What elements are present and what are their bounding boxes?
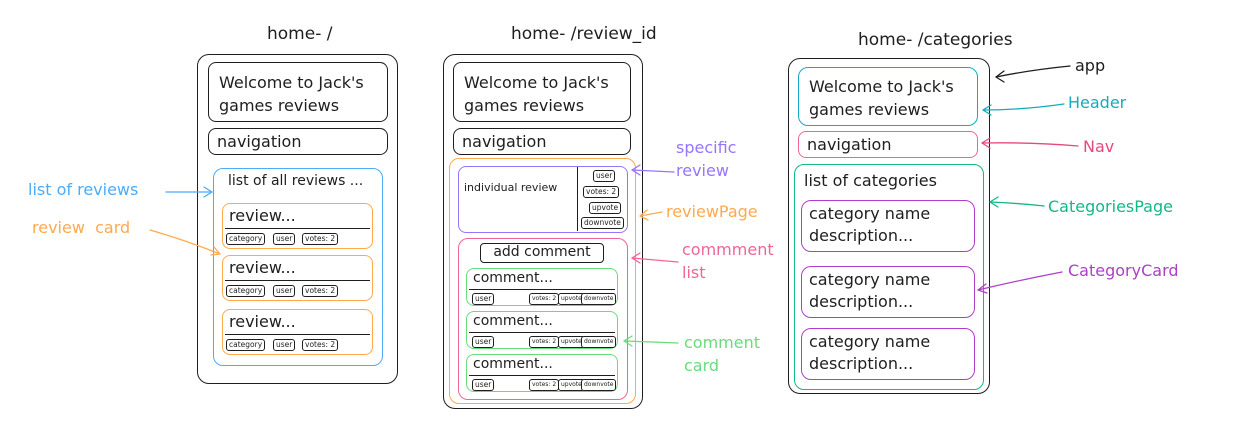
nav-text: navigation [807, 135, 892, 154]
review-card-title: review... [229, 312, 296, 331]
header-text: Welcome to Jack's games reviews [219, 73, 364, 116]
header-box-categories: Welcome to Jack's games reviews [798, 67, 978, 126]
specific-review-box: individual review user votes: 2 upvote d… [458, 166, 628, 233]
screen-title-categories: home- /categories [858, 30, 1013, 50]
label-categories-page: CategoriesPage [1048, 197, 1173, 216]
user-chip: user [273, 233, 296, 245]
downvote-button[interactable]: downvote [581, 293, 617, 305]
user-chip: user [472, 293, 495, 305]
review-card: review... category user votes: 2 [222, 255, 373, 301]
category-card-text: category name description... [809, 270, 931, 311]
review-list-title: list of all reviews ... [228, 173, 364, 189]
category-chip: category [226, 285, 266, 297]
category-chip: category [226, 339, 266, 351]
user-chip: user [472, 336, 495, 348]
nav-box-home: navigation [208, 128, 388, 155]
votes-chip: votes: 2 [302, 339, 339, 351]
comment-title: comment... [473, 270, 553, 286]
review-text: individual review [464, 181, 558, 194]
label-app: app [1075, 56, 1106, 75]
header-box-review: Welcome to Jack's games reviews [453, 62, 631, 122]
arrow-category-card [977, 271, 1063, 294]
downvote-button[interactable]: downvote [581, 217, 624, 229]
comment-card: comment... user votes: 2 upvote downvote [466, 354, 618, 392]
header-text: Welcome to Jack's games reviews [809, 77, 954, 120]
user-chip: user [593, 170, 616, 182]
screen-title-home: home- / [267, 24, 333, 44]
review-card-title: review... [229, 258, 296, 277]
review-card-title: review... [229, 206, 296, 225]
review-card: review... category user votes: 2 [222, 203, 373, 249]
category-chip: category [226, 233, 266, 245]
nav-text: navigation [217, 132, 302, 151]
nav-box-categories: navigation [798, 131, 978, 158]
nav-text: navigation [462, 132, 547, 151]
category-card-text: category name description... [809, 204, 931, 245]
label-comment-list: commment list [682, 240, 774, 283]
arrow-app [995, 65, 1071, 83]
category-card: category name description... [801, 328, 975, 380]
category-card: category name description... [801, 266, 975, 318]
review-card: review... category user votes: 2 [222, 309, 373, 355]
arrow-categories-page [989, 196, 1045, 208]
comment-title: comment... [473, 356, 553, 372]
comment-title: comment... [473, 313, 553, 329]
label-category-card: CategoryCard [1068, 261, 1179, 280]
label-specific-review: specific review [676, 138, 737, 181]
upvote-button[interactable]: upvote [589, 202, 622, 214]
arrow-nav [981, 137, 1079, 149]
votes-chip: votes: 2 [529, 336, 560, 348]
label-review-page: reviewPage [666, 202, 758, 221]
arrow-review-page [639, 209, 663, 221]
votes-chip: votes: 2 [529, 293, 560, 305]
downvote-button[interactable]: downvote [581, 379, 617, 391]
user-chip: user [273, 339, 296, 351]
add-comment-label: add comment [493, 244, 591, 260]
comment-card: comment... user votes: 2 upvote downvote [466, 311, 618, 349]
votes-chip: votes: 2 [302, 233, 339, 245]
header-text: Welcome to Jack's games reviews [464, 73, 609, 116]
header-box-home: Welcome to Jack's games reviews [208, 62, 388, 122]
upvote-button[interactable]: upvote [558, 293, 585, 305]
votes-chip: votes: 2 [583, 186, 620, 198]
add-comment-button[interactable]: add comment [480, 243, 604, 263]
label-nav: Nav [1083, 137, 1115, 156]
user-chip: user [273, 285, 296, 297]
user-chip: user [472, 379, 495, 391]
downvote-button[interactable]: downvote [581, 336, 617, 348]
label-header: Header [1068, 93, 1127, 112]
screen-title-review: home- /review_id [511, 24, 657, 44]
categories-title: list of categories [804, 171, 937, 190]
arrow-header [982, 103, 1065, 116]
category-card: category name description... [801, 200, 975, 252]
votes-chip: votes: 2 [529, 379, 560, 391]
label-review-card: review card [32, 218, 131, 237]
label-list-of-reviews: list of reviews [28, 180, 139, 199]
comment-card: comment... user votes: 2 upvote downvote [466, 268, 618, 306]
category-card-text: category name description... [809, 332, 931, 373]
label-comment-card: comment card [684, 333, 761, 376]
votes-chip: votes: 2 [302, 285, 339, 297]
nav-box-review: navigation [453, 128, 631, 155]
